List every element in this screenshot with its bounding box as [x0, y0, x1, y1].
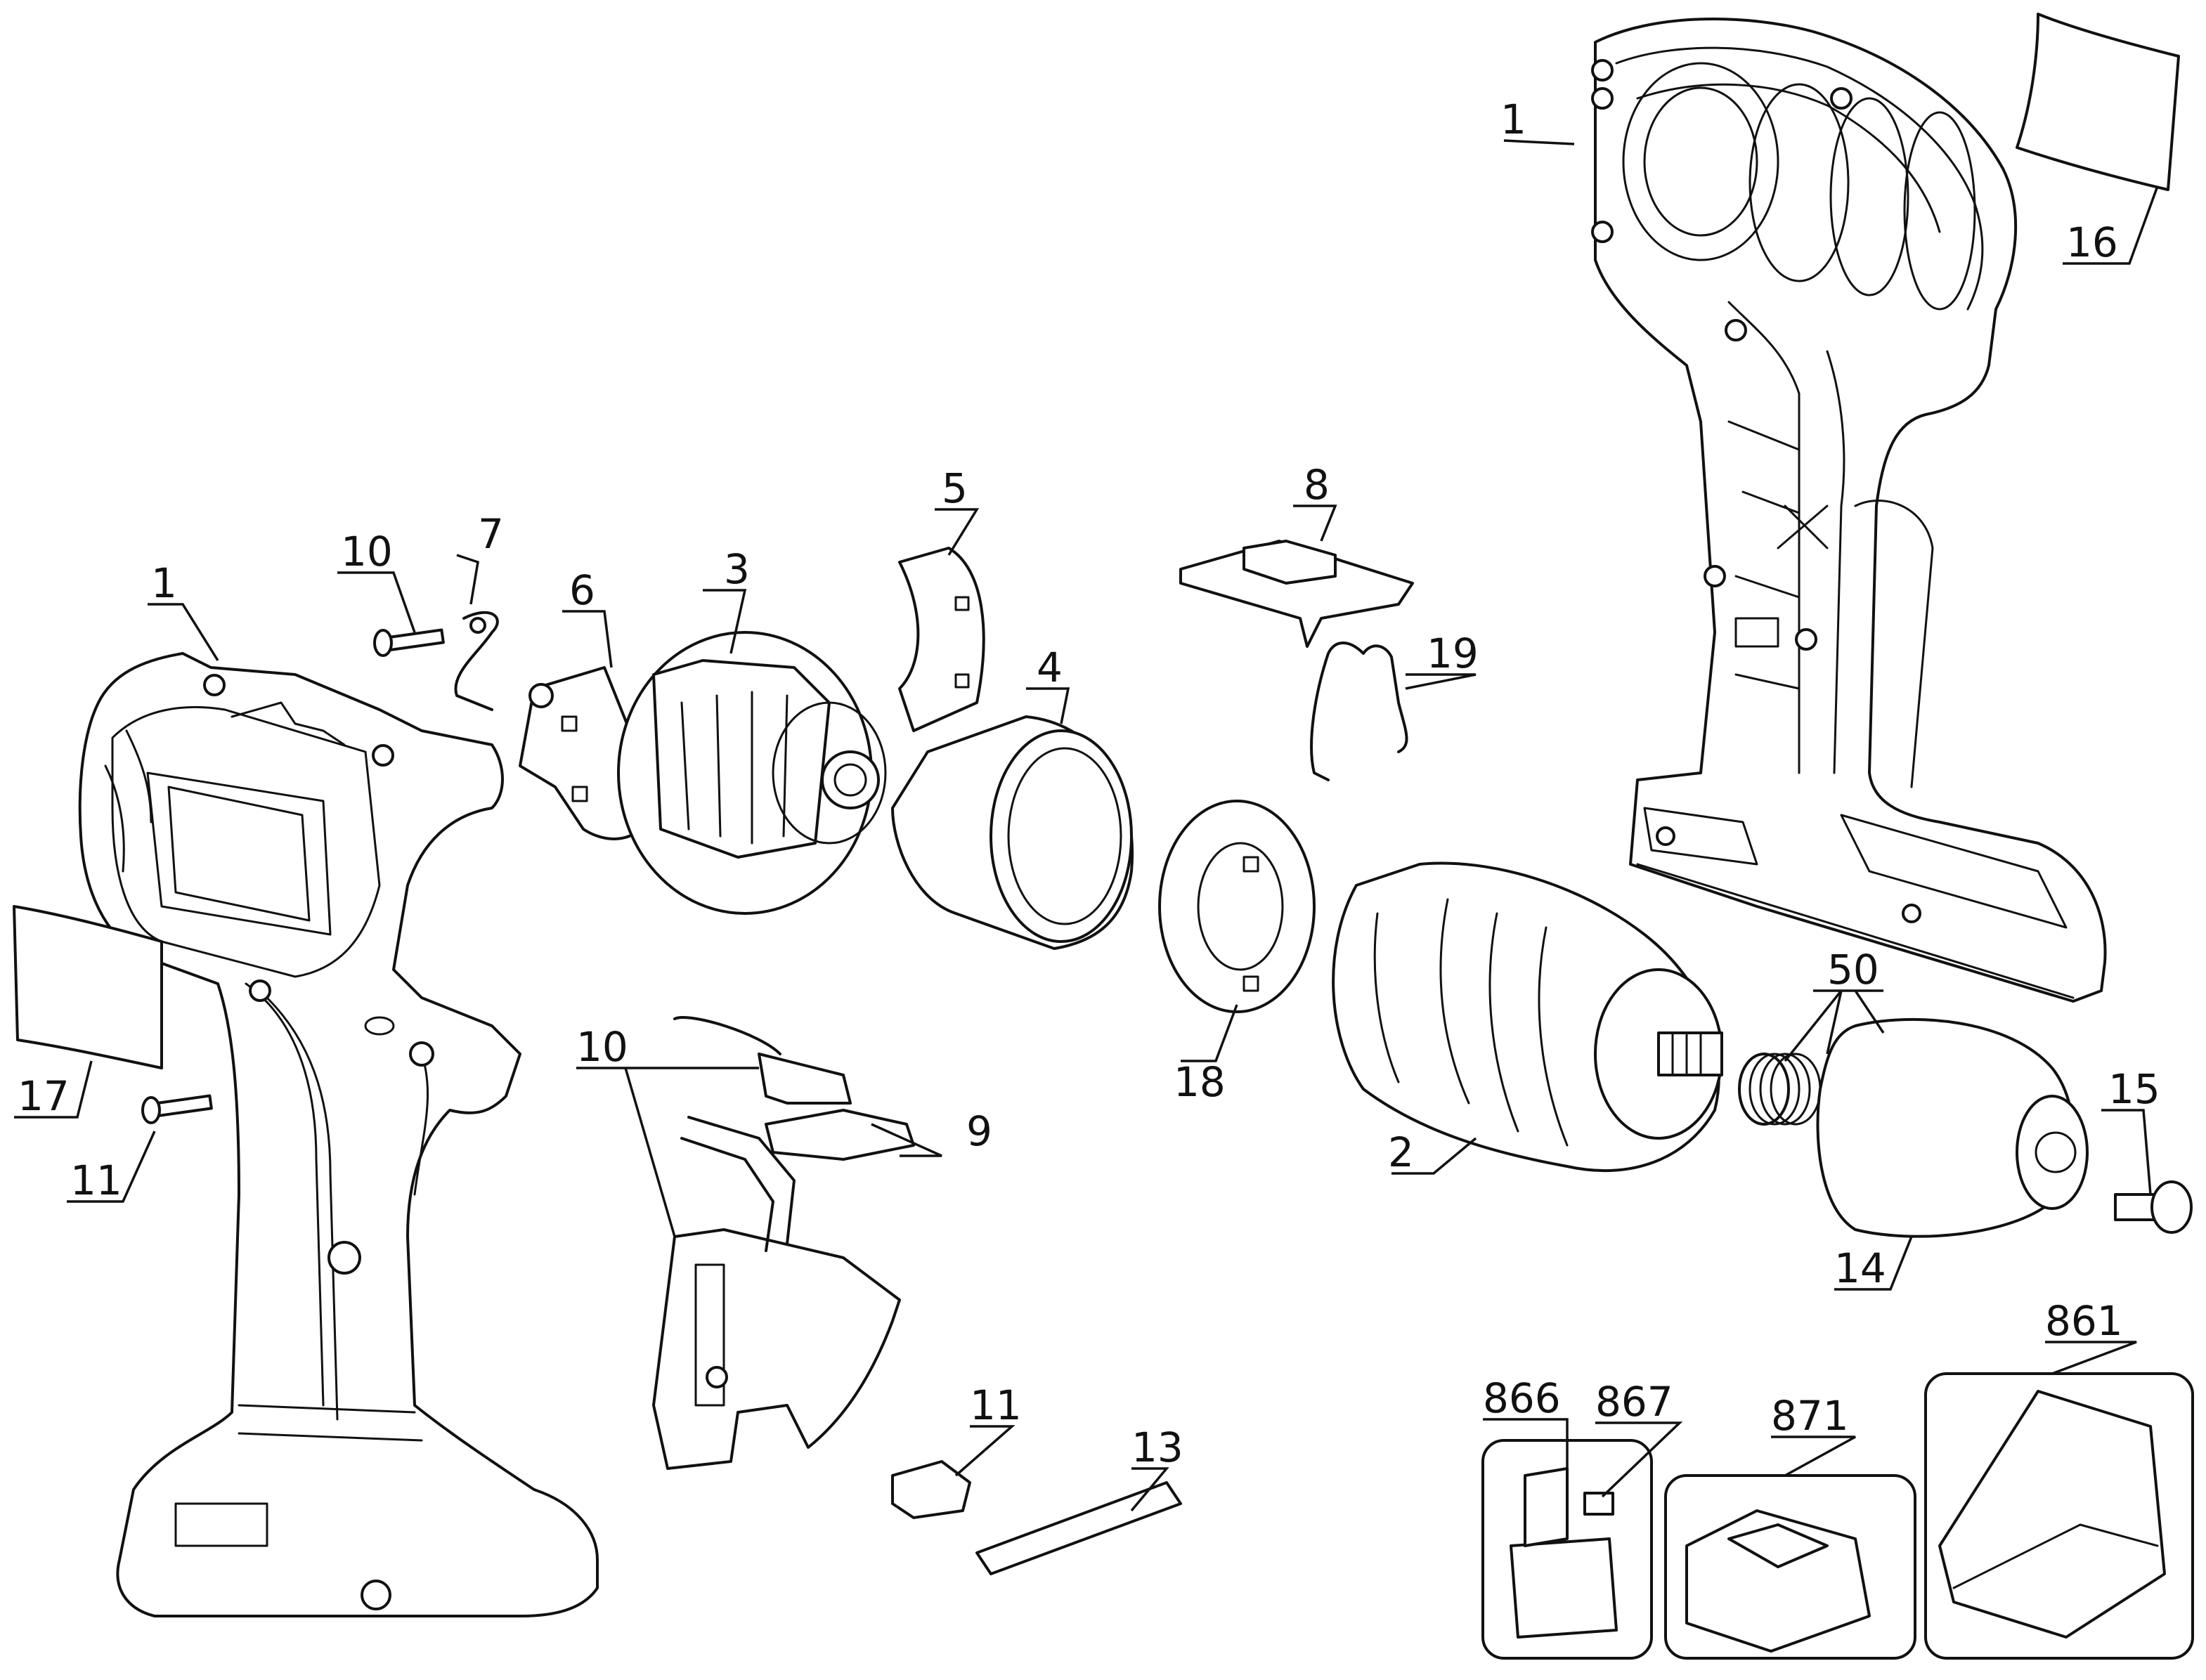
housing-right-half	[1591, 17, 2107, 1003]
callout-kit-box: 861	[2045, 1297, 2123, 1345]
springs-50	[1738, 1053, 1822, 1126]
label-17-sheet	[13, 905, 163, 1069]
callout-numbers: 1 16 1 10 7 6 3 5 4 8 19 18 2 50 15 14 1…	[18, 96, 2160, 1471]
callout-brush-plate: 6	[569, 566, 595, 614]
callout-baffle: 18	[1174, 1058, 1226, 1106]
callout-housing-right: 1	[1500, 96, 1526, 143]
screw-11-bottom	[141, 1094, 213, 1124]
callout-label-17: 17	[18, 1072, 70, 1120]
callout-chuck-screw: 15	[2108, 1065, 2160, 1113]
callout-battery-cap: 867	[1595, 1378, 1673, 1426]
callout-spring-19: 19	[1427, 630, 1479, 677]
kit-case-box	[1924, 1372, 2194, 1660]
baffle-18	[1158, 800, 1316, 1013]
callout-lever-9: 9	[966, 1107, 992, 1155]
callout-label-16: 16	[2066, 219, 2118, 266]
callout-screw-top: 10	[341, 528, 393, 575]
end-cap-5	[898, 547, 985, 732]
top-cover-8	[1179, 540, 1414, 648]
callout-screw-bottom: 11	[70, 1157, 122, 1204]
clip-7	[454, 611, 499, 711]
callout-end-cap: 5	[942, 464, 968, 512]
motor-3	[617, 631, 887, 915]
housing-left-half	[78, 652, 599, 1617]
callout-top-cover: 8	[1304, 461, 1330, 509]
label-16-sheet	[2016, 13, 2180, 191]
gearbox-2	[1332, 861, 1723, 1172]
callout-belt-hook: 11	[970, 1381, 1022, 1429]
callout-magnet-housing: 4	[1037, 644, 1063, 691]
screw-11-top	[373, 628, 445, 657]
callout-motor: 3	[724, 545, 750, 593]
belt-hook-12	[891, 1460, 971, 1519]
battery-box	[1481, 1439, 1653, 1660]
magnet-housing-4	[891, 715, 1134, 950]
callout-housing-left: 1	[151, 559, 177, 607]
callout-springs-50: 50	[1827, 946, 1879, 994]
callout-chuck: 14	[1834, 1244, 1886, 1292]
switch-10	[652, 1016, 901, 1470]
callout-bit: 13	[1131, 1424, 1183, 1471]
callout-battery: 866	[1483, 1374, 1561, 1422]
chuck-14	[1816, 1017, 2089, 1238]
callout-switch: 10	[576, 1023, 628, 1071]
callout-charger: 871	[1771, 1392, 1849, 1440]
leader-lines	[14, 139, 2159, 1512]
bit-13	[975, 1481, 1182, 1575]
spring-19	[1310, 642, 1408, 781]
callout-clip-7: 7	[478, 510, 504, 558]
callout-gearbox: 2	[1388, 1128, 1414, 1176]
screw-15	[2114, 1180, 2193, 1234]
fwd-rev-lever-9	[765, 1109, 915, 1161]
charger-box	[1664, 1474, 1916, 1660]
